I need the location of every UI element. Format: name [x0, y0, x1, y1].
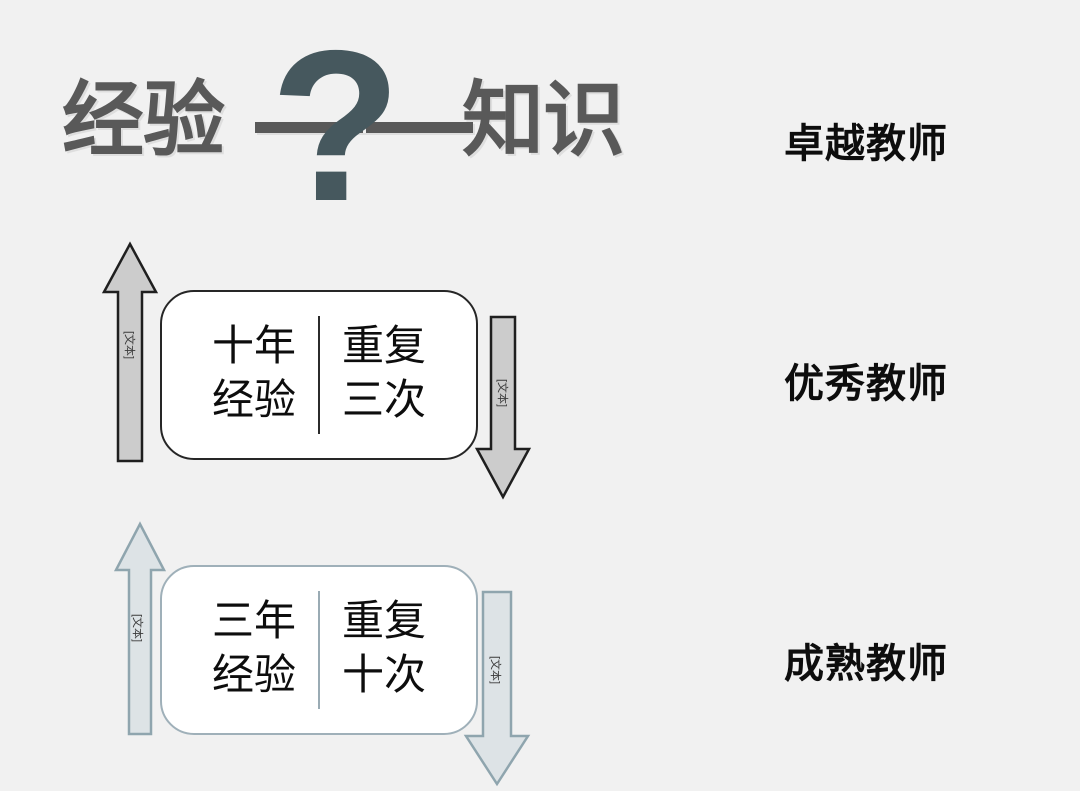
box-left-line-2: 经验: [211, 378, 296, 424]
box-left-line-1: 三年: [211, 599, 296, 646]
box-cell-right: 重复 三次: [326, 316, 442, 434]
stage-label-excellent: 卓越教师: [784, 122, 948, 166]
box-left-line-1: 十年: [211, 324, 296, 371]
box-right-line-1: 重复: [342, 324, 427, 371]
box-cell-left: 三年 经验: [196, 591, 312, 709]
question-mark-icon: ?: [270, 5, 402, 246]
arrow-down-lower[interactable]: [文本]: [462, 588, 532, 788]
box-right-line-1: 重复: [342, 599, 427, 646]
arrow-label-down-upper: [文本]: [496, 378, 508, 408]
box-divider: [318, 316, 320, 434]
box-right-line-2: 十次: [342, 653, 427, 699]
title-left-word: 经验: [62, 75, 225, 166]
arrow-down-upper[interactable]: [文本]: [473, 313, 533, 501]
arrow-up-upper[interactable]: [文本]: [100, 240, 160, 465]
stage-label-outstanding: 优秀教师: [784, 362, 948, 406]
box-cell-left: 十年 经验: [196, 316, 312, 434]
box-left-line-2: 经验: [211, 653, 296, 699]
arrow-label-down-lower: [文本]: [489, 655, 501, 685]
title-em-dash: [255, 122, 473, 133]
stage-label-mature: 成熟教师: [784, 642, 948, 686]
box-inner: 十年 经验 重复 三次: [196, 316, 442, 434]
title-group: 经验 知识 ?: [62, 18, 625, 233]
arrow-label-up-upper: [文本]: [123, 330, 135, 360]
content-box-ten-years[interactable]: 十年 经验 重复 三次: [160, 290, 478, 460]
box-divider: [318, 591, 320, 709]
box-right-line-2: 三次: [342, 378, 427, 424]
content-box-three-years[interactable]: 三年 经验 重复 十次: [160, 565, 478, 735]
box-inner: 三年 经验 重复 十次: [196, 591, 442, 709]
box-cell-right: 重复 十次: [326, 591, 442, 709]
arrow-up-lower[interactable]: [文本]: [112, 520, 168, 738]
title-right-word: 知识: [462, 75, 625, 166]
arrow-label-up-lower: [文本]: [131, 613, 143, 643]
